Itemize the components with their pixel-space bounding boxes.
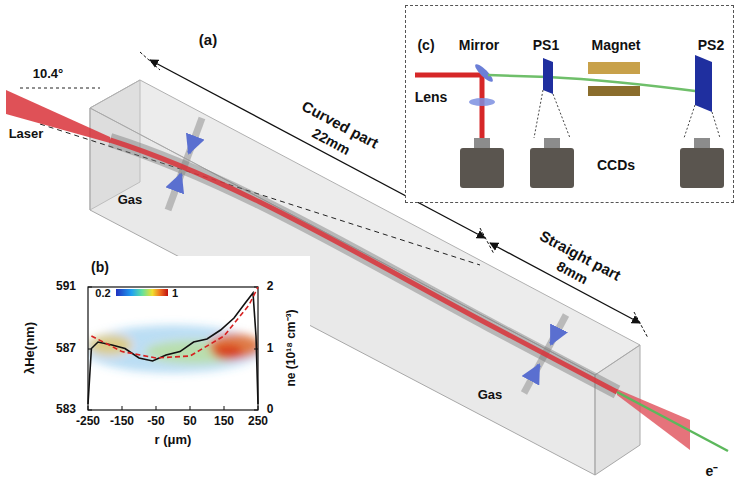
figure-label: 10.4° (33, 67, 64, 81)
figure-label: Gas (118, 193, 143, 207)
component-label: Mirror (459, 38, 499, 53)
figure-label: 250 (248, 415, 268, 428)
component-label: CCDs (597, 158, 635, 173)
figure-label: 1 (172, 287, 178, 299)
component-label: Lens (415, 90, 448, 105)
figure-label: 1 (267, 342, 274, 355)
figure-label: e⁻ (706, 464, 719, 479)
figure-label: -50 (147, 415, 164, 428)
setup-panel (406, 6, 732, 202)
figure-label: 2 (267, 280, 274, 293)
electron-beam (617, 392, 728, 451)
component-label: (c) (417, 38, 434, 53)
figure-label: Laser (9, 127, 44, 141)
figure-label: ne (10¹⁸ cm⁻³) (285, 309, 298, 386)
laser-cone-in (6, 90, 110, 143)
setup-panel-box: (c) MirrorLens PS1 Magnet PS2CCDs (405, 5, 734, 203)
figure-label: 583 (56, 403, 76, 416)
component-label: Magnet (592, 38, 641, 53)
figure-label: 587 (56, 342, 76, 355)
figure-label: 591 (56, 280, 76, 293)
component-label: PS2 (698, 38, 724, 53)
figure-label: 0 (267, 403, 274, 416)
figure-label: -150 (110, 415, 134, 428)
figure-label: (a) (199, 32, 217, 49)
figure-label: 50 (183, 415, 196, 428)
figure-label: Gas (478, 388, 503, 402)
reference-line (20, 88, 100, 89)
figure-label: r (μm) (155, 433, 192, 447)
figure-label: 150 (214, 415, 234, 428)
figure-label: (b) (91, 260, 109, 275)
plot-panel (15, 256, 310, 452)
figure-label: λHe(nm) (23, 322, 37, 374)
figure-label: -250 (76, 415, 100, 428)
component-label: PS1 (533, 38, 559, 53)
figure-label: 0.2 (95, 287, 110, 299)
